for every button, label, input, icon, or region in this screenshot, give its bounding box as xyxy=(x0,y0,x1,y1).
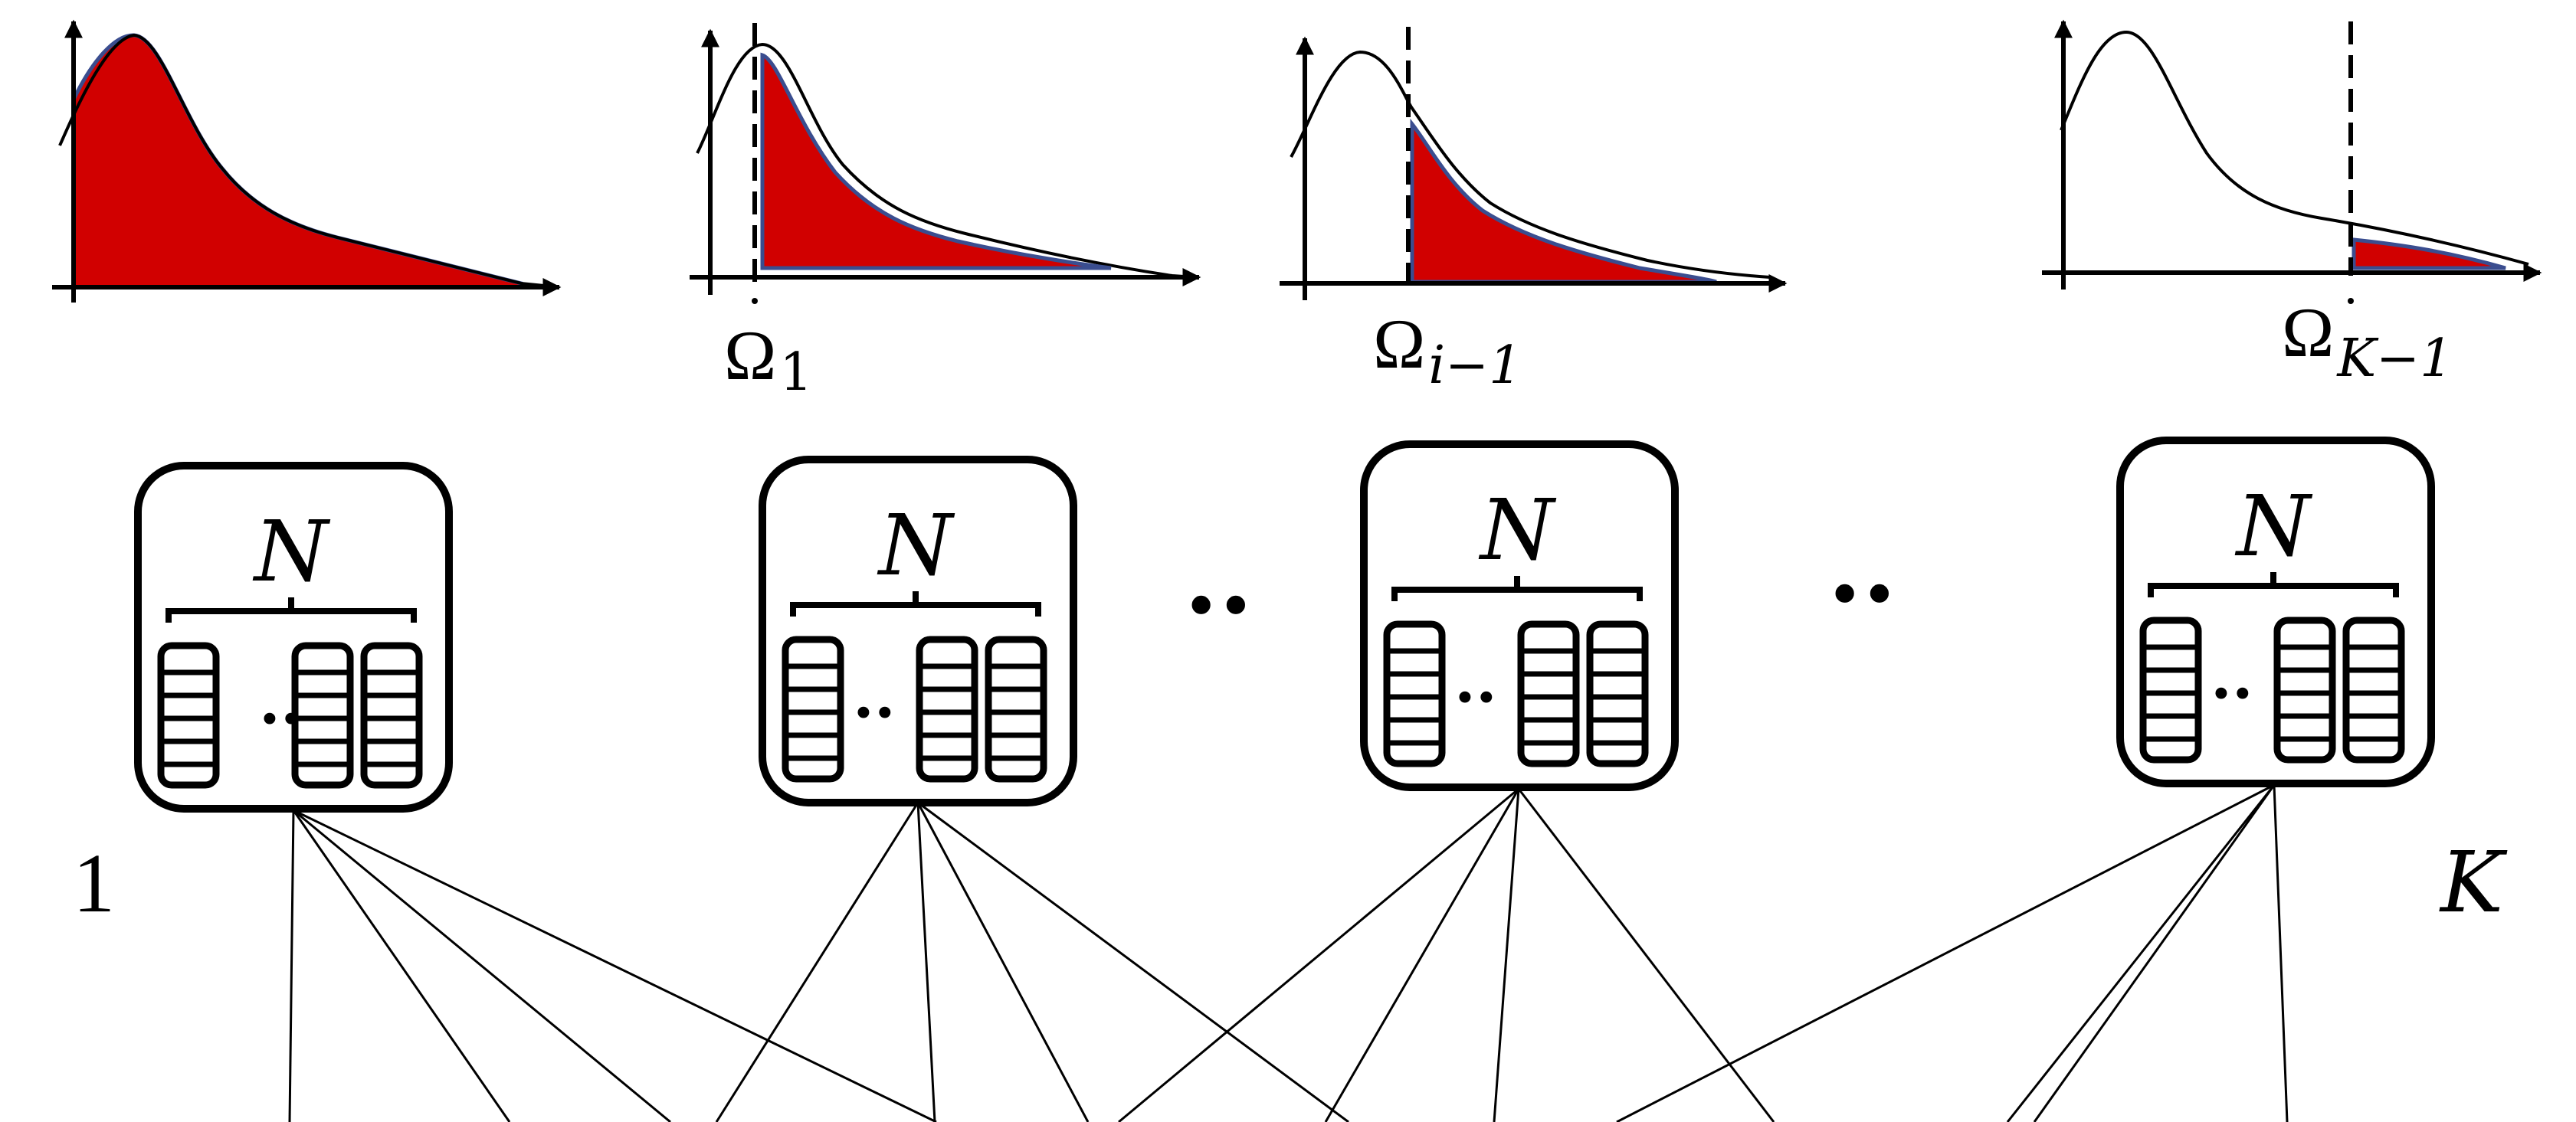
server-icon xyxy=(916,636,978,783)
tail-area-fill xyxy=(1410,118,1717,284)
brace xyxy=(1391,576,1643,601)
ellipsis: ·· xyxy=(1454,661,1497,733)
tail-area-fill xyxy=(71,33,523,289)
tail-area-fill xyxy=(2352,237,2506,270)
group-label-last: K xyxy=(2439,833,2508,931)
node-group-1: N ·· xyxy=(134,462,453,813)
server-icon xyxy=(2139,617,2202,764)
tail-area-fill xyxy=(760,52,1112,270)
group-ellipsis-2: ·· xyxy=(1827,535,1897,652)
density-curve xyxy=(58,33,545,287)
threshold-label-omega-k-1: ΩK−1 xyxy=(2282,293,2453,389)
server-icon xyxy=(1383,620,1446,767)
distribution-plot-1 xyxy=(52,19,562,303)
distribution-plot-4 xyxy=(2042,19,2542,304)
server-icon xyxy=(2273,617,2336,764)
server-icon xyxy=(782,636,844,783)
group-ellipsis-1: ·· xyxy=(1184,546,1254,663)
density-curve xyxy=(2060,30,2529,266)
node-group-2: N ·· xyxy=(759,456,1077,806)
distribution-plot-2 xyxy=(690,23,1201,304)
ellipsis: ·· xyxy=(2211,657,2253,729)
distribution-plot-3 xyxy=(1280,27,1788,300)
server-icon xyxy=(2342,617,2405,764)
threshold-label-omega-i-1: Ωi−1 xyxy=(1373,305,1522,396)
ellipsis: ·· xyxy=(853,676,896,748)
server-icon xyxy=(291,642,354,789)
connection-lines xyxy=(288,783,2289,1122)
server-icon xyxy=(1517,620,1580,767)
server-icon xyxy=(1586,620,1649,767)
server-icon xyxy=(157,642,220,789)
server-icon xyxy=(360,642,423,789)
threshold-label-omega-1: Ω1 xyxy=(724,316,813,403)
brace xyxy=(790,591,1041,617)
threshold-dot xyxy=(2348,298,2354,304)
brace xyxy=(166,597,417,623)
node-label-n: N xyxy=(877,496,955,594)
node-label-n: N xyxy=(252,502,331,600)
node-label-n: N xyxy=(1478,481,1557,579)
threshold-dot xyxy=(752,298,758,304)
node-label-n: N xyxy=(2234,477,2313,575)
server-icon xyxy=(985,636,1047,783)
density-curve xyxy=(1290,50,1771,279)
node-group-i: N ·· xyxy=(1360,440,1679,791)
brace xyxy=(2148,572,2399,597)
group-label-first: 1 xyxy=(73,836,115,930)
node-group-k: N ·· xyxy=(2116,437,2435,787)
density-curve xyxy=(696,42,1196,279)
